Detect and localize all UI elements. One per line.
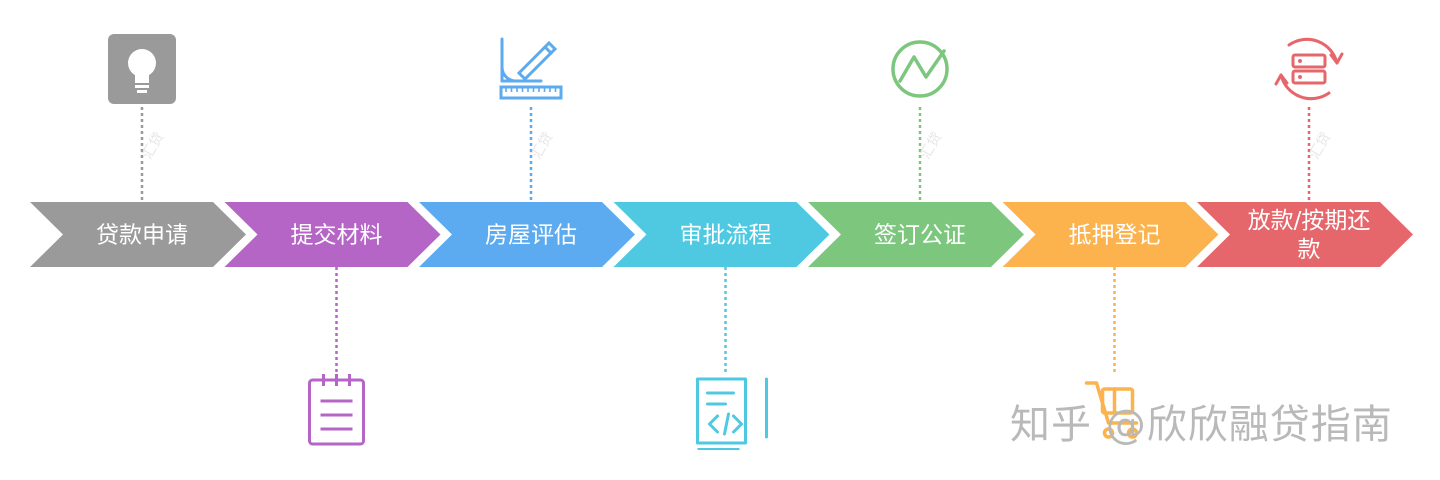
- step-label-approve: 审批流程: [680, 223, 772, 249]
- brand-watermark: 知乎 @欣欣融贷指南: [1010, 402, 1393, 448]
- step-arrow-notarize: [808, 202, 1024, 267]
- step-label-submit: 提交材料: [291, 223, 383, 249]
- clipboard-icon: [308, 374, 365, 446]
- server-refresh-icon: [1274, 37, 1344, 101]
- step-label-release: 放款/按期还: [1248, 208, 1371, 234]
- step-arrow-submit: [224, 202, 441, 267]
- cart-icon: [1084, 381, 1139, 439]
- step-arrow-approve: [613, 202, 830, 267]
- step-arrow-release: [1197, 202, 1413, 267]
- step-label-release: 款: [1298, 237, 1321, 263]
- watermark-text: 汇贷: [1307, 130, 1335, 162]
- step-label-mortgage: 抵押登记: [1069, 223, 1161, 249]
- watermark-text: 汇贷: [918, 130, 946, 162]
- watermark-text: 汇贷: [529, 130, 557, 162]
- lightbulb-icon: [108, 34, 176, 104]
- step-label-apply: 贷款申请: [96, 223, 188, 249]
- ruler-pen-icon: [499, 37, 563, 100]
- trend-circle-icon: [891, 40, 949, 98]
- step-arrow-assess: [419, 202, 635, 267]
- code-document-icon: [696, 377, 768, 450]
- step-arrow-apply: [30, 202, 246, 267]
- watermark-text: 汇贷: [140, 130, 168, 162]
- step-label-notarize: 签订公证: [874, 223, 966, 249]
- step-label-assess: 房屋评估: [485, 223, 577, 249]
- step-arrow-mortgage: [1002, 202, 1219, 267]
